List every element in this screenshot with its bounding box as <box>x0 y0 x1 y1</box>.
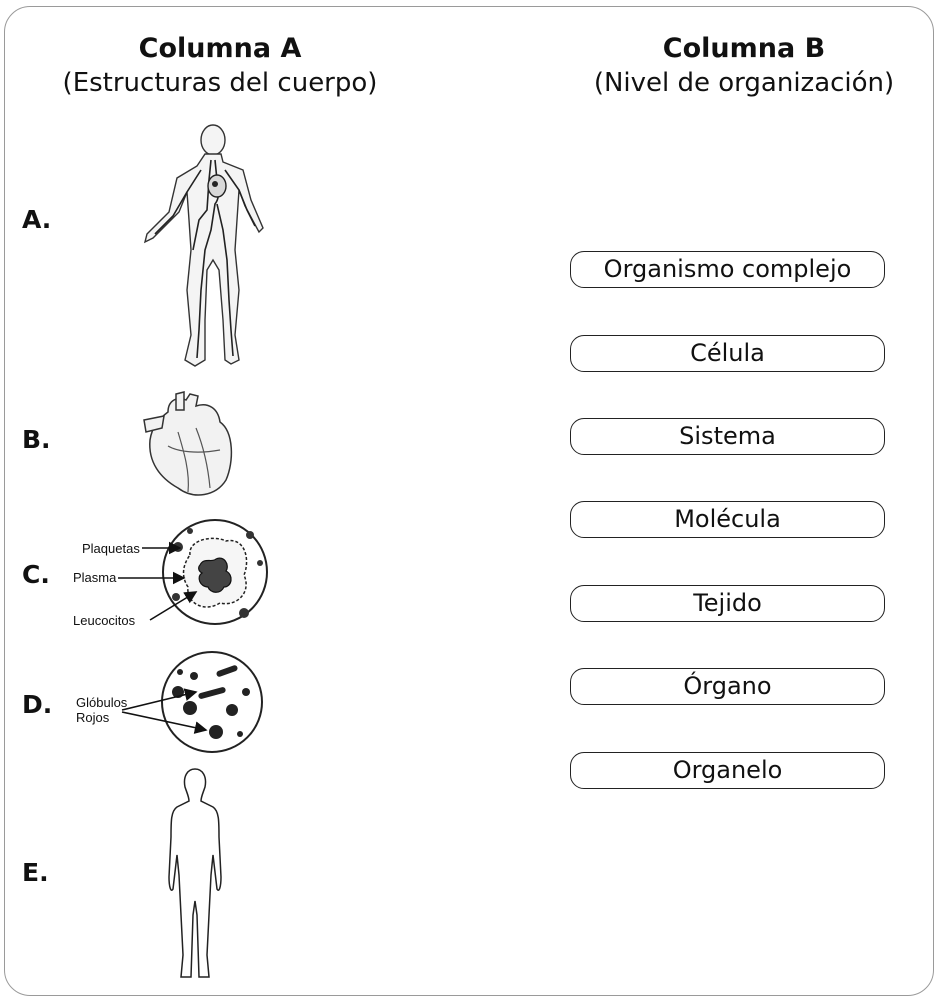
option-sistema[interactable]: Sistema <box>570 418 885 455</box>
option-tejido[interactable]: Tejido <box>570 585 885 622</box>
option-organo[interactable]: Órgano <box>570 668 885 705</box>
option-organelo[interactable]: Organelo <box>570 752 885 789</box>
red-cell-arrows <box>0 0 941 975</box>
human-silhouette-icon <box>155 765 235 980</box>
option-organismo-complejo[interactable]: Organismo complejo <box>570 251 885 288</box>
option-celula[interactable]: Célula <box>570 335 885 372</box>
option-molecula[interactable]: Molécula <box>570 501 885 538</box>
